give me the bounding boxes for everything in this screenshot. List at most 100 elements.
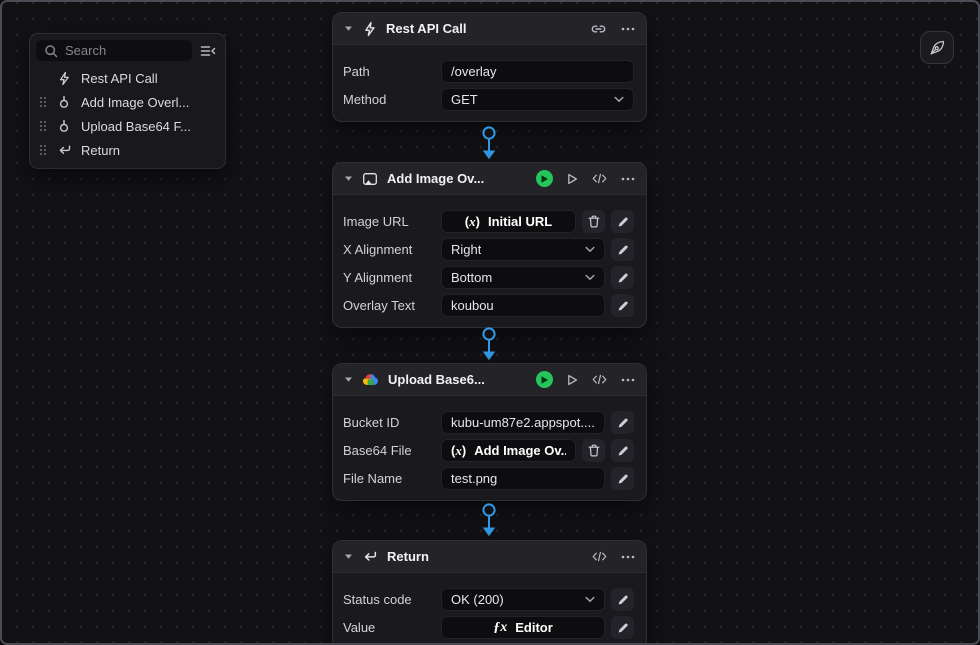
node-body: Bucket ID kubu-um87e2.appspot.... Base64… bbox=[333, 396, 646, 500]
field-row-status-code: Status code OK (200) bbox=[343, 588, 634, 611]
edit-pencil-button[interactable] bbox=[611, 266, 634, 289]
variable-icon: (x) bbox=[464, 213, 480, 229]
field-row-value: Value ƒx Editor bbox=[343, 616, 634, 639]
field-label: Status code bbox=[343, 592, 412, 607]
field-row-image-url: Image URL (x) Initial URL bbox=[343, 210, 634, 233]
field-label: Value bbox=[343, 620, 376, 635]
palette-item-label: Add Image Overl... bbox=[81, 94, 190, 110]
chevron-down-icon bbox=[585, 246, 595, 253]
test-play-icon[interactable] bbox=[567, 374, 578, 386]
commit-node-icon bbox=[56, 95, 72, 110]
pen-tool-button[interactable] bbox=[920, 31, 954, 64]
test-play-icon[interactable] bbox=[567, 173, 578, 185]
field-label: File Name bbox=[343, 471, 403, 486]
code-icon[interactable] bbox=[592, 550, 607, 563]
status-code-select[interactable]: OK (200) bbox=[441, 588, 605, 611]
method-select[interactable]: GET bbox=[441, 88, 634, 111]
link-icon[interactable] bbox=[590, 21, 607, 37]
field-row-overlay-text: Overlay Text koubou bbox=[343, 294, 634, 317]
y-alignment-select[interactable]: Bottom bbox=[441, 266, 605, 289]
node-return[interactable]: Return Status code OK (200) bbox=[332, 540, 647, 643]
node-rest-api-call[interactable]: Rest API Call Path /overlay Method bbox=[332, 12, 647, 122]
field-label: Bucket ID bbox=[343, 415, 400, 430]
palette-item-add-image-overlay[interactable]: Add Image Overl... bbox=[36, 90, 219, 114]
node-header: Upload Base6... bbox=[333, 364, 646, 396]
code-icon[interactable] bbox=[592, 172, 607, 185]
menu-dots-icon[interactable] bbox=[621, 378, 635, 382]
node-title: Upload Base6... bbox=[388, 372, 485, 387]
field-label: Overlay Text bbox=[343, 298, 416, 313]
edit-pencil-button[interactable] bbox=[611, 210, 634, 233]
path-input[interactable]: /overlay bbox=[441, 60, 634, 83]
node-body: Image URL (x) Initial URL X Alignment Ri… bbox=[333, 195, 646, 327]
drag-handle-icon[interactable] bbox=[38, 96, 47, 108]
collapse-node-caret-icon[interactable] bbox=[344, 175, 353, 182]
field-row-method: Method GET bbox=[343, 88, 634, 111]
x-alignment-select[interactable]: Right bbox=[441, 238, 605, 261]
search-field[interactable] bbox=[36, 40, 192, 61]
search-bar bbox=[36, 40, 219, 61]
palette-list: Rest API Call Add Image Overl... Upload bbox=[36, 66, 219, 162]
edit-pencil-button[interactable] bbox=[611, 467, 634, 490]
edit-pencil-button[interactable] bbox=[611, 411, 634, 434]
edit-pencil-button[interactable] bbox=[611, 294, 634, 317]
menu-dots-icon[interactable] bbox=[621, 555, 635, 559]
field-row-path: Path /overlay bbox=[343, 60, 634, 83]
palette-item-label: Return bbox=[81, 142, 121, 158]
menu-dots-icon[interactable] bbox=[621, 177, 635, 181]
node-body: Status code OK (200) Value ƒx Editor bbox=[333, 573, 646, 643]
collapse-panel-icon[interactable] bbox=[197, 40, 219, 61]
chevron-down-icon bbox=[585, 274, 595, 281]
field-label: Image URL bbox=[343, 214, 409, 229]
edit-pencil-button[interactable] bbox=[611, 588, 634, 611]
palette-item-label: Upload Base64 F... bbox=[81, 118, 191, 134]
node-title: Rest API Call bbox=[386, 21, 467, 36]
code-icon[interactable] bbox=[592, 373, 607, 386]
drag-handle-icon[interactable] bbox=[38, 144, 47, 156]
lightning-icon bbox=[56, 71, 72, 86]
connection-arrow[interactable] bbox=[479, 327, 499, 361]
variable-icon: (x) bbox=[451, 442, 467, 458]
palette-item-upload-base64[interactable]: Upload Base64 F... bbox=[36, 114, 219, 138]
return-icon bbox=[56, 143, 72, 157]
collapse-node-caret-icon[interactable] bbox=[344, 25, 353, 32]
node-body: Path /overlay Method GET bbox=[333, 45, 646, 121]
overlay-text-input[interactable]: koubou bbox=[441, 294, 605, 317]
bucket-id-input[interactable]: kubu-um87e2.appspot.... bbox=[441, 411, 605, 434]
drag-handle-icon[interactable] bbox=[38, 120, 47, 132]
field-label: Y Alignment bbox=[343, 270, 413, 285]
collapse-node-caret-icon[interactable] bbox=[344, 553, 353, 560]
node-title: Add Image Ov... bbox=[387, 171, 485, 186]
search-input[interactable] bbox=[65, 43, 184, 58]
field-row-file-name: File Name test.png bbox=[343, 467, 634, 490]
run-node-button[interactable] bbox=[536, 170, 553, 187]
value-editor-button[interactable]: ƒx Editor bbox=[441, 616, 605, 639]
connection-arrow[interactable] bbox=[479, 126, 499, 160]
edit-pencil-button[interactable] bbox=[611, 238, 634, 261]
collapse-node-caret-icon[interactable] bbox=[344, 376, 353, 383]
node-title: Return bbox=[387, 549, 429, 564]
google-cloud-icon bbox=[362, 371, 379, 388]
image-url-variable-chip[interactable]: (x) Initial URL bbox=[441, 210, 576, 233]
menu-dots-icon[interactable] bbox=[621, 27, 635, 31]
edit-pencil-button[interactable] bbox=[611, 439, 634, 462]
palette-item-rest-api-call[interactable]: Rest API Call bbox=[36, 66, 219, 90]
delete-button[interactable] bbox=[582, 439, 605, 462]
field-row-x-alignment: X Alignment Right bbox=[343, 238, 634, 261]
field-row-base64-file: Base64 File (x) Add Image Ov... bbox=[343, 439, 634, 462]
node-upload-base64[interactable]: Upload Base6... Bucket ID bbox=[332, 363, 647, 501]
node-list-panel: Rest API Call Add Image Overl... Upload bbox=[29, 33, 226, 169]
base64-file-variable-chip[interactable]: (x) Add Image Ov... bbox=[441, 439, 576, 462]
connection-arrow[interactable] bbox=[479, 503, 499, 537]
run-node-button[interactable] bbox=[536, 371, 553, 388]
chevron-down-icon bbox=[585, 596, 595, 603]
search-icon bbox=[44, 44, 58, 58]
palette-item-return[interactable]: Return bbox=[36, 138, 219, 162]
delete-button[interactable] bbox=[582, 210, 605, 233]
fx-icon: ƒx bbox=[493, 619, 508, 635]
field-row-bucket-id: Bucket ID kubu-um87e2.appspot.... bbox=[343, 411, 634, 434]
node-add-image-overlay[interactable]: Add Image Ov... Image URL bbox=[332, 162, 647, 328]
file-name-input[interactable]: test.png bbox=[441, 467, 605, 490]
edit-pencil-button[interactable] bbox=[611, 616, 634, 639]
